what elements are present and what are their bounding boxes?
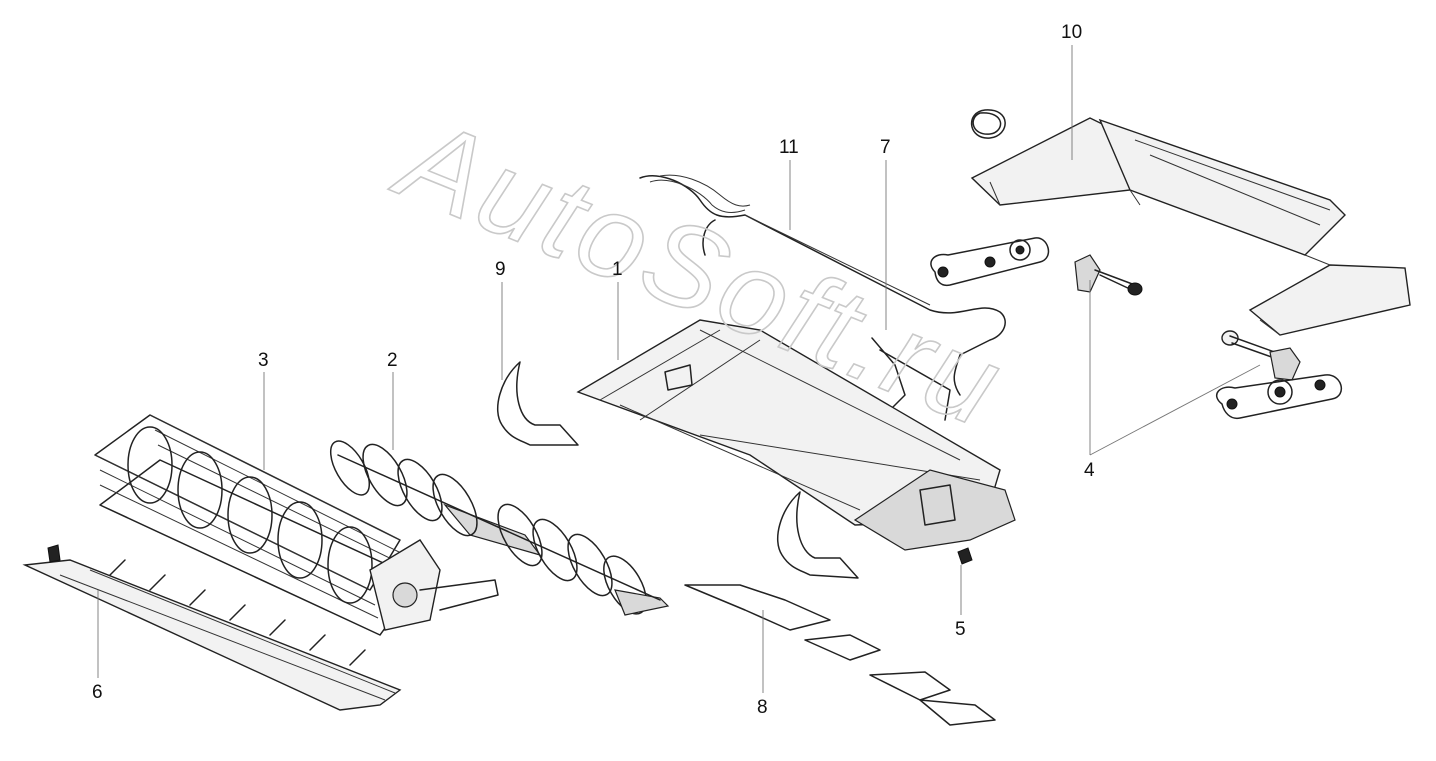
callout-1: 1: [612, 259, 623, 280]
callout-5: 5: [955, 619, 966, 640]
part-1-main-frame: [576, 319, 1016, 551]
part-2-auger: [329, 440, 670, 616]
callout-9: 9: [495, 259, 506, 280]
callout-3: 3: [258, 350, 269, 371]
part-4-drive-assembly: [930, 237, 1343, 420]
callout-10: 10: [1061, 22, 1082, 43]
part-6-cutter-bar: [22, 544, 402, 711]
part-7-linkage: [871, 337, 951, 421]
part-9-side-sheet-lower: [777, 491, 859, 579]
callout-6: 6: [92, 682, 103, 703]
leader-lines: [97, 45, 1261, 693]
part-3-reel: [94, 414, 499, 636]
part-11-hoses: [639, 174, 1006, 396]
callout-4: 4: [1084, 460, 1095, 481]
part-5-bracket: [957, 547, 973, 565]
part-8-crop-lifters: [684, 584, 996, 726]
callout-11: 11: [779, 137, 799, 158]
part-10-top-cover: [970, 109, 1411, 336]
callout-2: 2: [387, 350, 398, 371]
callout-8: 8: [757, 697, 768, 718]
callouts: 10 11 7 9 1 3 2 4 5 6 8: [92, 22, 1095, 718]
callout-7: 7: [880, 137, 891, 158]
part-9-side-sheet-upper: [497, 361, 579, 446]
